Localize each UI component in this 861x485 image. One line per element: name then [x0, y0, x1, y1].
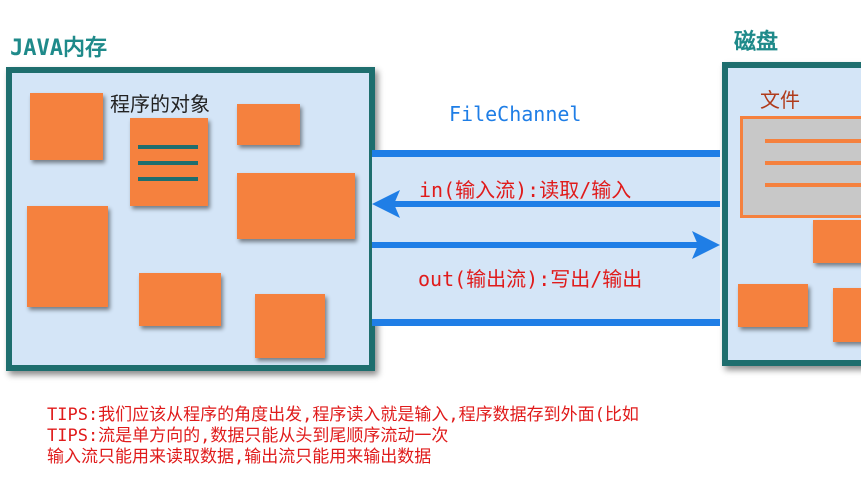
file-label: 文件 [760, 88, 800, 112]
file-document [740, 116, 861, 218]
memory-object [255, 294, 325, 358]
file-line [765, 139, 861, 143]
out-stream-label: out(输出流):写出/输出 [418, 267, 643, 291]
tips-line-1: TIPS:我们应该从程序的角度出发,程序读入就是输入,程序数据存到外面(比如 [47, 405, 639, 425]
tips-line-2: TIPS:流是单方向的,数据只能从头到尾顺序流动一次 [47, 426, 449, 446]
disk-object [738, 284, 808, 327]
memory-object [30, 93, 103, 160]
disk-object [833, 288, 861, 342]
object-line [138, 145, 198, 149]
object-line [138, 177, 198, 181]
in-arrow-head [372, 190, 400, 218]
out-arrow-head [692, 231, 720, 259]
objects-label: 程序的对象 [110, 92, 210, 116]
file-line [765, 183, 861, 187]
disk-title: 磁盘 [734, 30, 779, 55]
memory-object [237, 173, 355, 239]
memory-object-with-lines [130, 118, 208, 206]
disk-box: 文件 [722, 62, 861, 366]
object-line [138, 161, 198, 165]
memory-object [237, 104, 300, 145]
file-line [765, 161, 861, 165]
memory-object [139, 273, 221, 326]
java-memory-box: 程序的对象 [6, 67, 375, 371]
tips-line-3: 输入流只能用来读取数据,输出流只能用来输出数据 [47, 447, 432, 467]
file-channel [372, 150, 720, 326]
memory-title: JAVA内存 [10, 36, 107, 61]
in-stream-label: in(输入流):读取/输入 [419, 178, 632, 202]
memory-object [27, 206, 108, 307]
disk-object [813, 220, 861, 263]
channel-title: FileChannel [449, 102, 582, 126]
